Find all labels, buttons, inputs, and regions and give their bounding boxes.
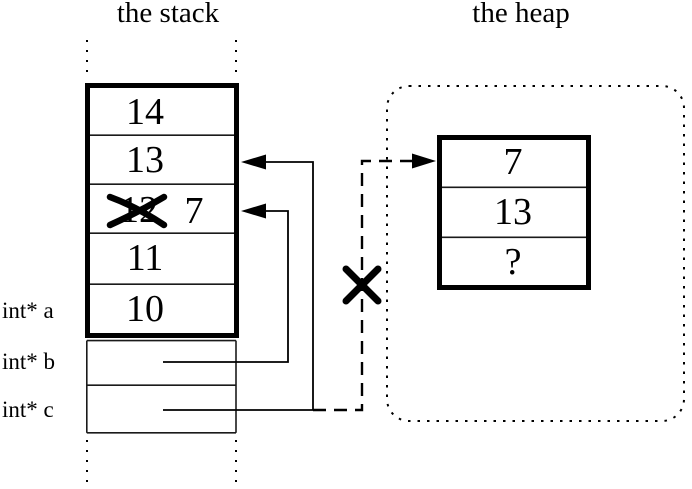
- dangling-pointer-dashed-arrow: [313, 153, 436, 412]
- pointer-label-a: int* a: [2, 298, 54, 323]
- pointer-label-b: int* b: [2, 349, 56, 374]
- stack-cell-value: 11: [126, 237, 164, 279]
- stack-title: the stack: [116, 0, 220, 29]
- arrowhead-left-icon: [241, 154, 266, 170]
- arrowhead-left-icon: [241, 203, 266, 219]
- heap-cell-value: 7: [503, 141, 523, 183]
- heap-cell-value: 13: [494, 191, 532, 233]
- stack-cell-value: 14: [126, 91, 164, 133]
- heap-title: the heap: [472, 0, 570, 29]
- heap-cell-value: ?: [504, 241, 522, 283]
- arrowhead-right-icon: [412, 153, 436, 169]
- stack-cell-value: 13: [126, 139, 164, 181]
- pointer-label-c: int* c: [2, 397, 54, 422]
- stack-cell-value: 10: [126, 288, 164, 330]
- stack-cell-new-value: 7: [184, 190, 204, 232]
- pointer-variable-cells: [86, 339, 237, 434]
- severed-pointer-x-icon: [342, 265, 382, 305]
